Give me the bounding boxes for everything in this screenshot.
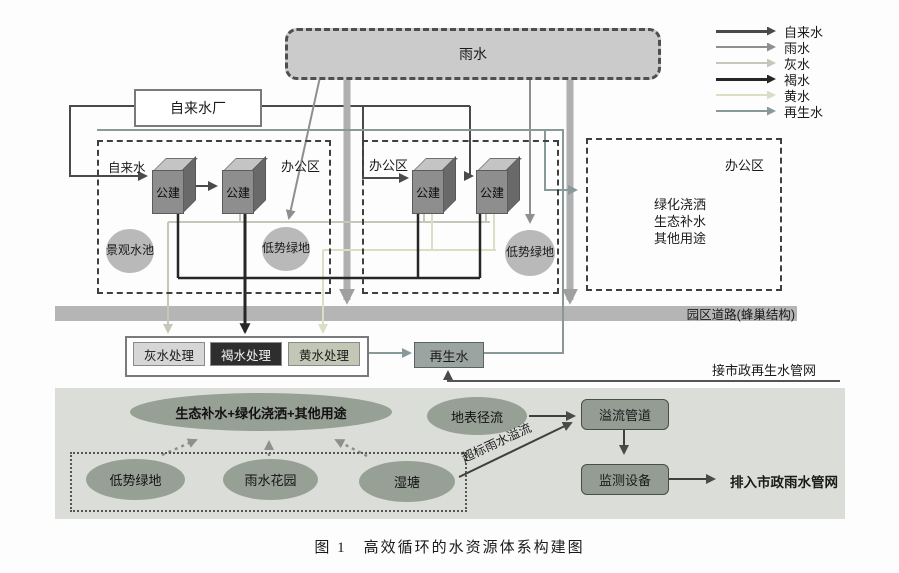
yellow-water-lines	[318, 214, 496, 334]
use-item: 其他用途	[653, 231, 706, 246]
park-road-label: 园区道路(蜂巢结构)	[686, 308, 795, 322]
legend-arrow-shaft	[716, 46, 768, 48]
legend-arrow-shaft	[716, 77, 768, 81]
surface-runoff-ellipse: 地表径流	[427, 397, 527, 435]
building-cube: 公建	[222, 156, 268, 214]
reclaimed-water-lines	[97, 129, 578, 358]
legend-label: 褐水	[784, 72, 811, 88]
reclaimed-water-label: 再生水	[429, 348, 469, 364]
wet-pond-label: 湿塘	[393, 475, 420, 490]
low-green-facility-label: 低势绿地	[109, 473, 162, 488]
legend-label: 黄水	[784, 88, 811, 104]
low-green-label: 低势绿地	[505, 245, 554, 260]
combined-use-label: 生态补水+绿化浇洒+其他用途	[175, 405, 347, 421]
monitor-device-label: 监测设备	[598, 473, 651, 488]
legend-arrow-shaft	[716, 29, 768, 33]
yellow-water-treatment-box: 黄水处理	[288, 342, 360, 366]
office-zone-1-label: 办公区	[281, 159, 321, 174]
municipal-reclaimed-line	[443, 370, 840, 382]
legend-arrow-shaft	[716, 62, 768, 64]
overflow-pipe-label: 溢流管道	[598, 408, 651, 423]
legend-label: 灰水	[784, 56, 811, 72]
rain-garden-ellipse: 雨水花园	[223, 459, 318, 500]
rain-garden-label: 雨水花园	[244, 473, 297, 488]
legend-arrow-head-icon	[767, 26, 776, 36]
legend-arrow-head-icon	[767, 74, 776, 84]
overflow-pipe-box: 溢流管道	[581, 399, 669, 430]
building-label: 公建	[222, 170, 254, 214]
legend-item: 黄水	[716, 88, 811, 104]
use-item: 生态补水	[653, 214, 706, 229]
brown-water-treatment-label: 褐水处理	[220, 348, 271, 363]
tap-water-inlet-label: 自来水	[108, 161, 146, 175]
low-green-facility-ellipse: 低势绿地	[86, 459, 185, 500]
building-label: 公建	[412, 170, 444, 214]
grey-water-treatment-label: 灰水处理	[143, 348, 194, 363]
legend-arrow-shaft	[716, 110, 768, 112]
park-road-bar	[55, 306, 797, 321]
yellow-water-treatment-label: 黄水处理	[298, 348, 349, 363]
legend-arrow-head-icon	[767, 90, 776, 100]
figure-caption: 图 1 高效循环的水资源体系构建图	[314, 540, 585, 556]
legend-item: 褐水	[716, 72, 811, 88]
legend-item: 灰水	[716, 56, 811, 72]
grey-water-treatment-box: 灰水处理	[133, 342, 205, 366]
office-zone-3-uses: 绿化浇洒 生态补水 其他用途	[630, 196, 730, 247]
rain-source-box: 雨水	[285, 28, 661, 80]
building-label: 公建	[476, 170, 508, 214]
building-cube: 公建	[152, 156, 198, 214]
legend-item: 雨水	[716, 40, 811, 56]
lid-facilities-box	[70, 452, 467, 512]
landscape-pool-ellipse: 景观水池	[106, 229, 154, 273]
legend-arrow-head-icon	[767, 42, 776, 52]
legend-label: 自来水	[784, 24, 824, 40]
lid-solid-arrows	[458, 411, 716, 484]
low-green-label: 低势绿地	[262, 241, 311, 256]
building-label: 公建	[152, 170, 184, 214]
use-item: 绿化浇洒	[653, 197, 706, 212]
brown-water-treatment-box: 褐水处理	[210, 342, 282, 366]
legend-label: 再生水	[784, 104, 824, 120]
legend-arrow-shaft	[716, 94, 768, 96]
office-zone-3	[586, 138, 782, 291]
reclaimed-water-box: 再生水	[414, 342, 484, 368]
landscape-pool-label: 景观水池	[106, 243, 155, 258]
legend-arrow-head-icon	[767, 58, 776, 68]
legend-label: 雨水	[784, 40, 811, 56]
legend-item: 自来水	[716, 24, 824, 40]
municipal-rain-outlet-label: 排入市政雨水管网	[730, 475, 838, 490]
wet-pond-ellipse: 湿塘	[359, 461, 455, 502]
office-zone-2-label: 办公区	[369, 158, 409, 173]
combined-use-ellipse: 生态补水+绿化浇洒+其他用途	[130, 393, 392, 431]
office-zone-1	[97, 140, 331, 294]
office-zone-2	[362, 140, 559, 294]
rain-source-label: 雨水	[459, 46, 487, 62]
office-zone-3-label: 办公区	[725, 158, 765, 173]
low-green-ellipse: 低势绿地	[505, 230, 555, 276]
water-plant-box: 自来水厂	[134, 89, 262, 127]
building-cube: 公建	[476, 156, 522, 214]
municipal-reclaimed-label: 接市政再生水管网	[712, 363, 817, 378]
legend-arrow-head-icon	[767, 106, 776, 116]
monitor-device-box: 监测设备	[581, 464, 669, 495]
water-plant-label: 自来水厂	[170, 100, 226, 116]
surface-runoff-label: 地表径流	[450, 409, 503, 425]
building-cube: 公建	[412, 156, 458, 214]
low-green-ellipse: 低势绿地	[262, 227, 310, 271]
legend-item: 再生水	[716, 104, 824, 120]
